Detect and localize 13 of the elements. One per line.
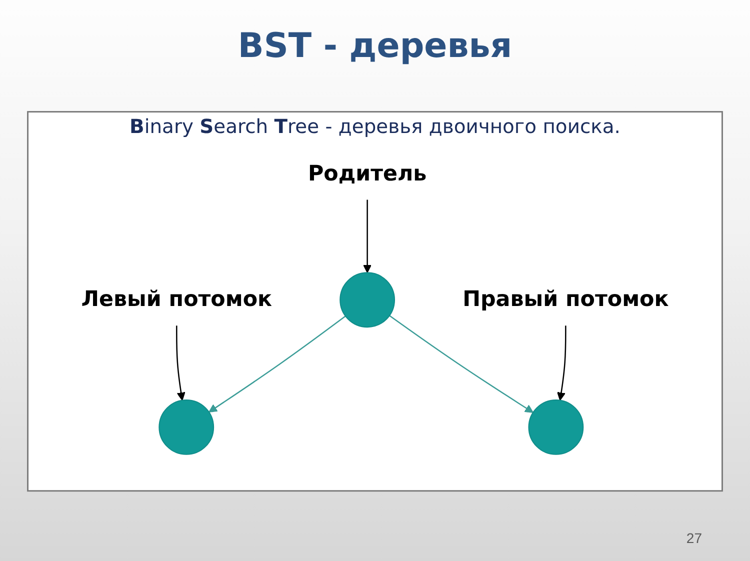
node-circle bbox=[340, 272, 396, 328]
node-circle bbox=[158, 399, 214, 455]
node-text: Родитель bbox=[308, 162, 427, 186]
arrow bbox=[389, 314, 534, 413]
node-text: Правый потомок bbox=[462, 287, 669, 312]
node-circle bbox=[528, 399, 584, 455]
node-text: Левый потомок bbox=[81, 287, 272, 312]
arrow bbox=[176, 325, 186, 400]
slide-title: BST - деревья bbox=[238, 26, 512, 66]
arrow bbox=[208, 315, 346, 412]
arrow bbox=[557, 325, 566, 400]
page-number: 27 bbox=[686, 530, 702, 546]
arrow bbox=[363, 199, 372, 273]
